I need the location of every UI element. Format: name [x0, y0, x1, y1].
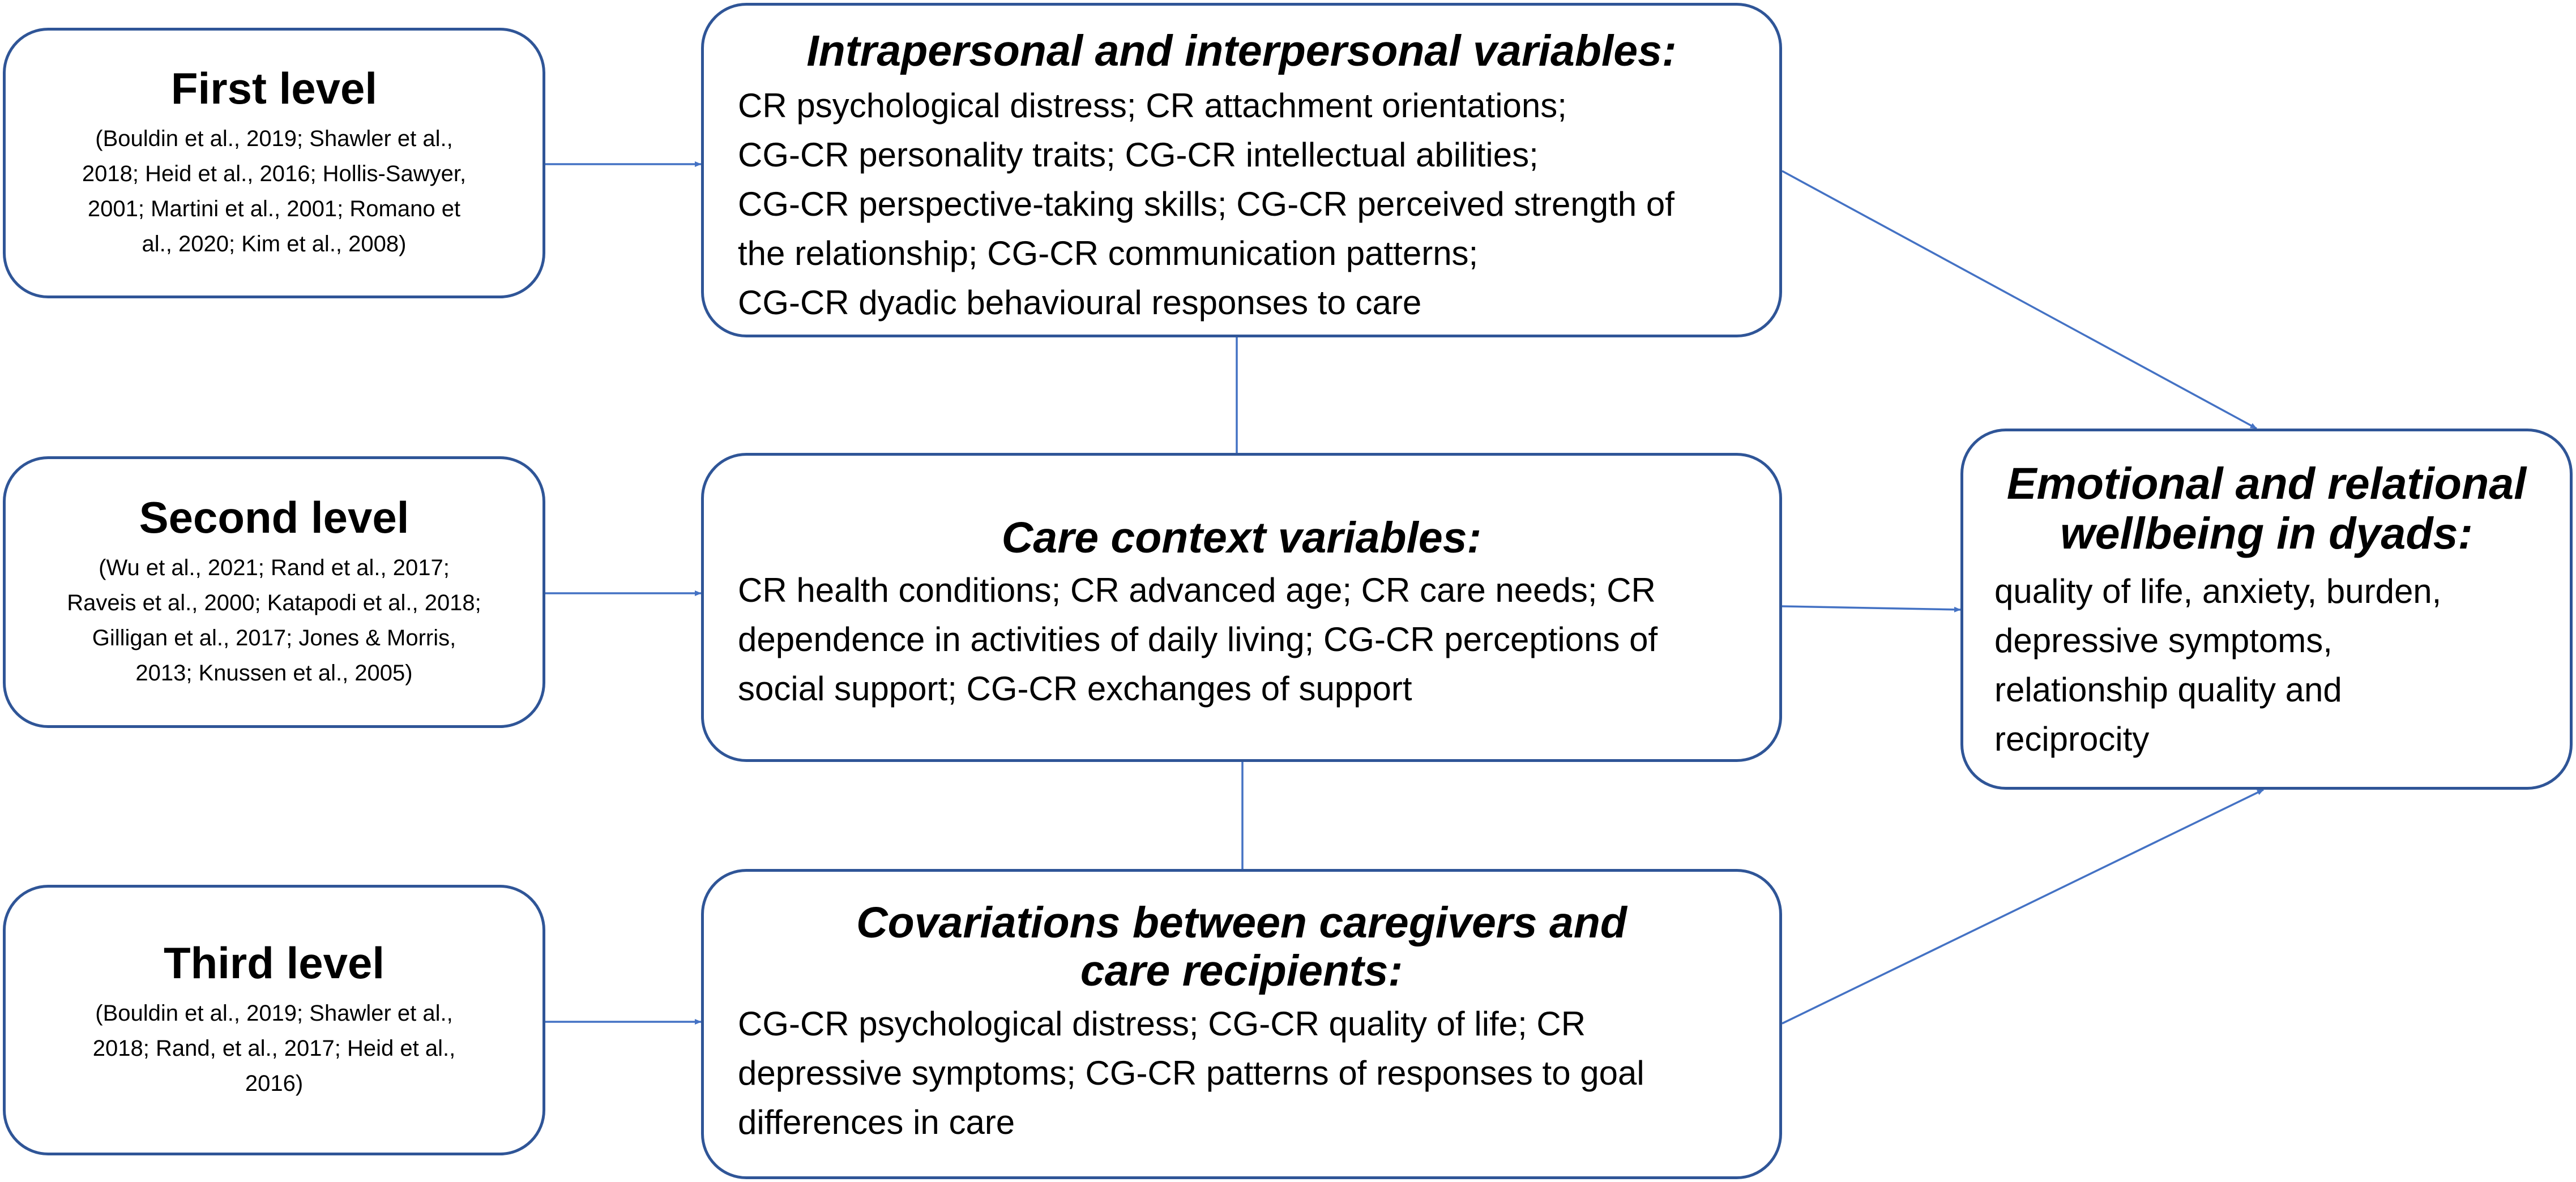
reference-line: 2018; Rand, et al., 2017; Heid et al.,: [92, 1035, 456, 1061]
outcome-box: Emotional and relational wellbeing in dy…: [1960, 429, 2573, 790]
arrow-intrapersonal-to-outcome: [1782, 170, 2257, 430]
reference-line: Gilligan et al., 2017; Jones & Morris,: [92, 625, 456, 650]
outcome-title-line: wellbeing in dyads:: [2060, 508, 2473, 559]
outcome-line: relationship quality and: [1994, 670, 2342, 709]
third-level-title: Third level: [163, 938, 385, 988]
first-level-box: First level (Bouldin et al., 2019; Shawl…: [3, 28, 545, 298]
covariations-title-line: care recipients:: [1080, 946, 1403, 995]
outcome-title: Emotional and relational wellbeing in dy…: [1963, 458, 2570, 559]
care-context-title: Care context variables:: [1001, 513, 1482, 562]
variable-line: differences in care: [738, 1103, 1015, 1142]
outcome-list: quality of life, anxiety, burden, depres…: [1963, 567, 2570, 764]
reference-line: 2018; Heid et al., 2016; Hollis-Sawyer,: [82, 161, 467, 186]
variable-line: the relationship; CG-CR communication pa…: [738, 234, 1479, 272]
variable-line: dependence in activities of daily living…: [738, 620, 1658, 658]
variable-line: CG-CR perspective-taking skills; CG-CR p…: [738, 185, 1674, 223]
covariations-title-line: Covariations between caregivers and: [856, 898, 1627, 947]
reference-line: Raveis et al., 2000; Katapodi et al., 20…: [67, 590, 481, 615]
variable-line: CR psychological distress; CR attachment…: [738, 86, 1567, 125]
second-level-box: Second level (Wu et al., 2021; Rand et a…: [3, 456, 545, 728]
reference-line: (Bouldin et al., 2019; Shawler et al.,: [95, 1000, 453, 1026]
second-level-title: Second level: [139, 492, 409, 543]
covariations-box: Covariations between caregivers and care…: [701, 869, 1782, 1179]
variable-line: CG-CR dyadic behavioural responses to ca…: [738, 283, 1422, 322]
care-context-box: Care context variables: CR health condit…: [701, 453, 1782, 762]
outcome-line: reciprocity: [1994, 720, 2150, 758]
reference-line: 2013; Knussen et al., 2005): [135, 660, 413, 686]
arrow-covariations-to-outcome: [1782, 789, 2264, 1025]
variable-line: CG-CR psychological distress; CG-CR qual…: [738, 1005, 1586, 1043]
intrapersonal-interpersonal-list: CR psychological distress; CR attachment…: [738, 81, 1745, 327]
reference-line: al., 2020; Kim et al., 2008): [142, 231, 407, 256]
third-level-box: Third level (Bouldin et al., 2019; Shawl…: [3, 885, 545, 1155]
reference-line: 2016): [245, 1070, 304, 1096]
variable-line: CG-CR personality traits; CG-CR intellec…: [738, 135, 1539, 174]
variable-line: social support; CG-CR exchanges of suppo…: [738, 669, 1412, 708]
reference-line: (Bouldin et al., 2019; Shawler et al.,: [95, 126, 453, 151]
outcome-line: quality of life, anxiety, burden,: [1994, 572, 2442, 610]
third-level-references: (Bouldin et al., 2019; Shawler et al., 2…: [93, 996, 455, 1101]
variable-line: CR health conditions; CR advanced age; C…: [738, 571, 1656, 609]
first-level-references: (Bouldin et al., 2019; Shawler et al., 2…: [82, 121, 466, 262]
arrow-care-context-to-outcome: [1782, 605, 1961, 613]
outcome-line: depressive symptoms,: [1994, 621, 2333, 659]
variable-line: depressive symptoms; CG-CR patterns of r…: [738, 1054, 1644, 1093]
care-context-list: CR health conditions; CR advanced age; C…: [738, 566, 1745, 713]
covariations-title: Covariations between caregivers and care…: [738, 899, 1745, 995]
covariations-list: CG-CR psychological distress; CG-CR qual…: [738, 999, 1745, 1147]
outcome-title-line: Emotional and relational: [2006, 458, 2527, 508]
reference-line: (Wu et al., 2021; Rand et al., 2017;: [99, 555, 450, 580]
reference-line: 2001; Martini et al., 2001; Romano et: [87, 196, 461, 221]
intrapersonal-interpersonal-box: Intrapersonal and interpersonal variable…: [701, 3, 1782, 337]
first-level-title: First level: [170, 63, 378, 114]
intrapersonal-interpersonal-title: Intrapersonal and interpersonal variable…: [806, 27, 1677, 75]
second-level-references: (Wu et al., 2021; Rand et al., 2017; Rav…: [67, 550, 481, 691]
